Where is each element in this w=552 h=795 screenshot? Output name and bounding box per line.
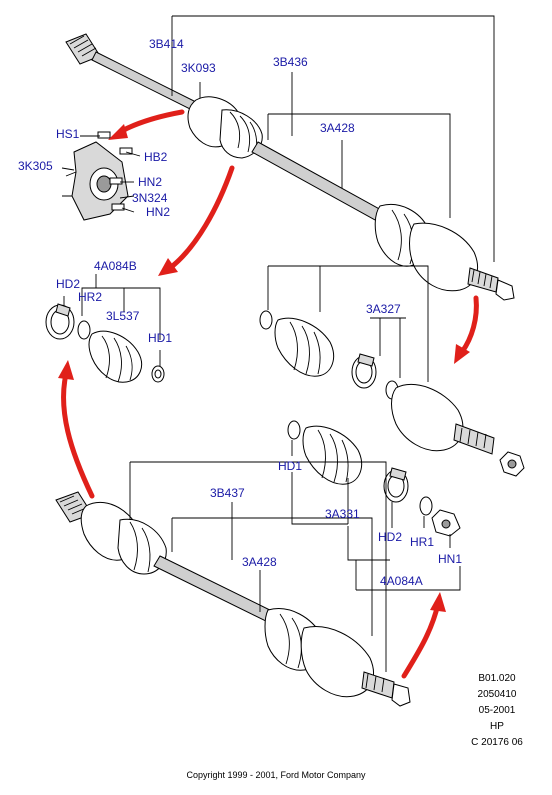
label-3B414-top: 3B414 [149,37,184,51]
inner-joint-kit [45,303,165,383]
label-HD1-right: HD1 [278,459,302,473]
ref-line-5: C 20176 06 [471,737,523,748]
label-HR2: HR2 [78,290,102,304]
ref-line-2: 2050410 [478,689,517,700]
label-HB2: HB2 [144,150,168,164]
red-arrows [58,109,479,679]
leader-lines [61,15,495,672]
label-3A327: 3A327 [366,302,401,316]
outer-joint-kit [259,310,525,477]
label-HN2-b: HN2 [146,205,170,219]
label-3N324: 3N324 [132,191,168,205]
label-3L537: 3L537 [106,309,140,323]
part-labels: 3B414 3K093 3B436 3A428 HS1 HB2 3K305 HN… [18,37,462,588]
label-3K093: 3K093 [181,61,216,75]
ref-line-3: 05-2001 [479,705,516,716]
label-4A084A: 4A084A [380,574,423,588]
label-3K305: 3K305 [18,159,53,173]
label-HD1-left: HD1 [148,331,172,345]
copyright-text: Copyright 1999 - 2001, Ford Motor Compan… [186,770,366,780]
outer-joint-service-kit [287,420,461,537]
bottom-driveshaft [55,491,411,707]
label-HD2-right: HD2 [378,530,402,544]
ref-line-1: B01.020 [478,673,516,684]
label-HS1: HS1 [56,127,80,141]
label-4A084B: 4A084B [94,259,137,273]
top-driveshaft [65,33,515,301]
ref-line-4: HP [490,721,504,732]
label-HD2-left: HD2 [56,277,80,291]
label-3A428-bottom: 3A428 [242,555,277,569]
label-3A428-top: 3A428 [320,121,355,135]
label-HR1: HR1 [410,535,434,549]
label-HN1: HN1 [438,552,462,566]
bearing-bracket [62,131,133,221]
label-3A331: 3A331 [325,507,360,521]
label-HN2-a: HN2 [138,175,162,189]
reference-block: B01.020 2050410 05-2001 HP C 20176 06 [471,673,523,748]
label-3B436: 3B436 [273,55,308,69]
label-3B437: 3B437 [210,486,245,500]
